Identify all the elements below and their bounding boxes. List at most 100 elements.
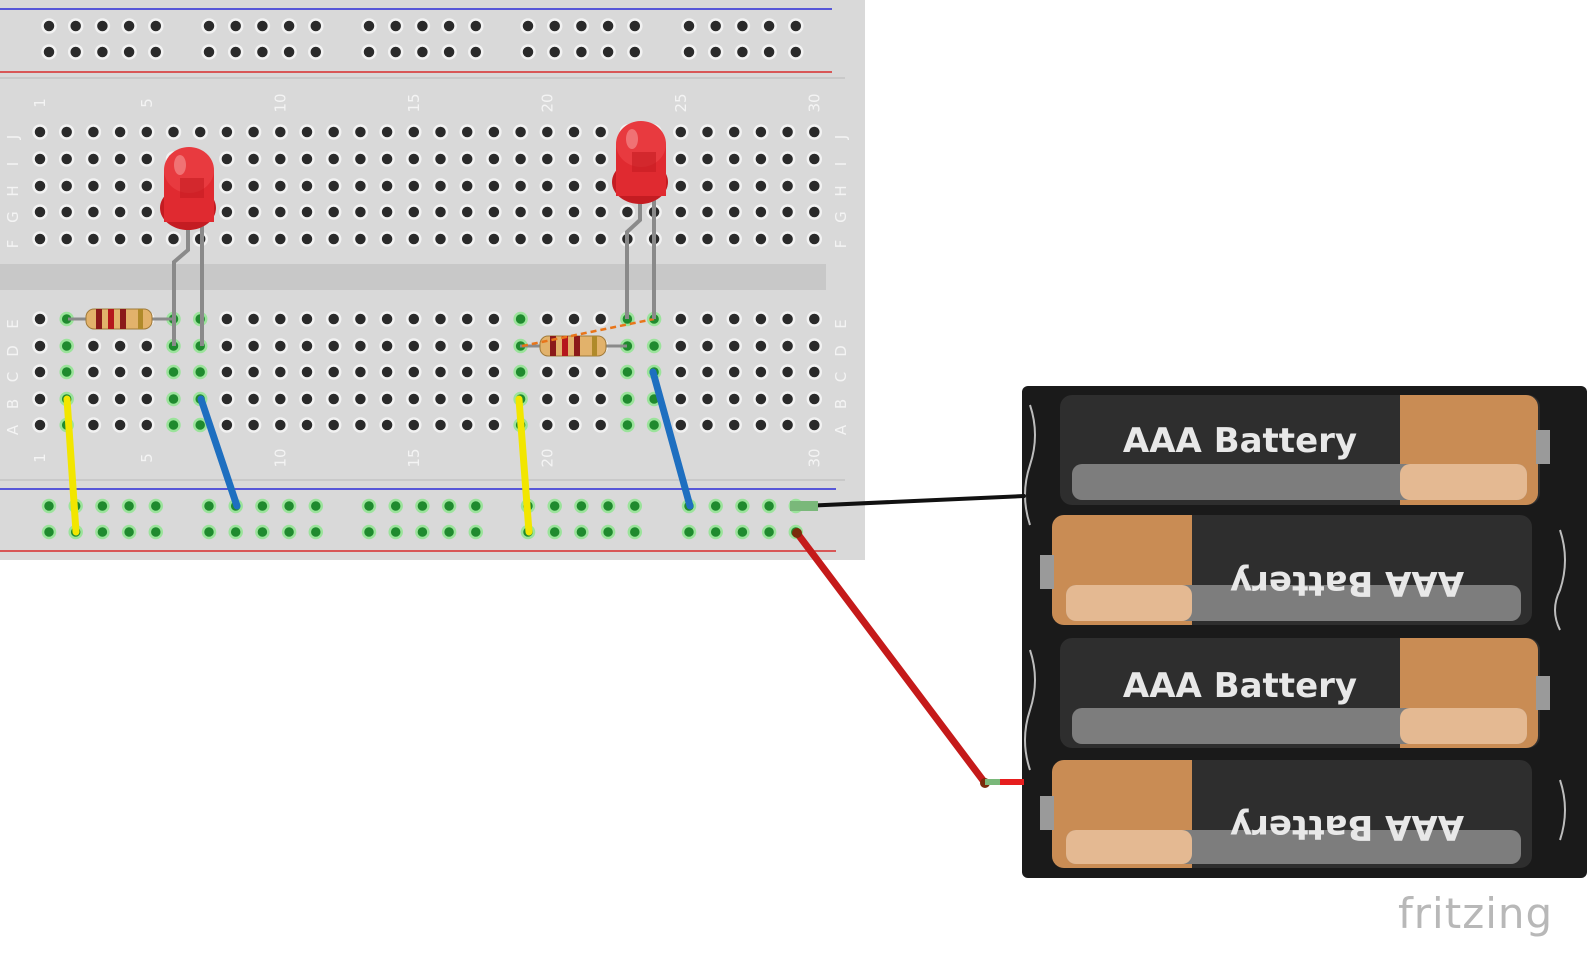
breadboard-hole[interactable] — [735, 498, 750, 514]
breadboard-hole[interactable] — [620, 391, 635, 407]
breadboard-hole[interactable] — [361, 498, 377, 514]
breadboard-hole[interactable] — [352, 311, 369, 327]
breadboard-hole[interactable] — [228, 524, 243, 540]
breadboard-hole[interactable] — [806, 231, 823, 247]
breadboard-hole[interactable] — [753, 391, 769, 407]
breadboard-hole[interactable] — [388, 498, 403, 514]
breadboard-hole[interactable] — [779, 178, 796, 194]
breadboard-hole[interactable] — [620, 417, 635, 433]
breadboard-hole[interactable] — [201, 18, 217, 34]
breadboard-hole[interactable] — [432, 391, 449, 407]
breadboard-hole[interactable] — [513, 311, 528, 327]
resistor-2[interactable] — [520, 317, 655, 357]
breadboard-hole[interactable] — [573, 18, 590, 34]
breadboard-hole[interactable] — [387, 44, 404, 60]
breadboard-hole[interactable] — [726, 391, 742, 407]
breadboard-hole[interactable] — [806, 311, 823, 327]
breadboard-hole[interactable] — [361, 44, 377, 60]
breadboard-hole[interactable] — [806, 338, 823, 354]
breadboard-hole[interactable] — [32, 391, 48, 407]
breadboard-hole[interactable] — [41, 44, 57, 60]
breadboard-hole[interactable] — [361, 524, 377, 540]
breadboard-hole[interactable] — [574, 524, 589, 540]
breadboard-hole[interactable] — [539, 311, 556, 327]
breadboard-hole[interactable] — [379, 231, 395, 247]
breadboard-hole[interactable] — [513, 364, 528, 380]
breadboard-hole[interactable] — [165, 231, 182, 247]
breadboard-hole[interactable] — [32, 151, 48, 167]
breadboard-hole[interactable] — [299, 151, 315, 167]
breadboard-hole[interactable] — [539, 231, 556, 247]
breadboard-hole[interactable] — [673, 311, 689, 327]
breadboard-hole[interactable] — [121, 524, 137, 540]
breadboard-hole[interactable] — [699, 364, 716, 380]
breadboard-hole[interactable] — [245, 417, 262, 433]
breadboard-hole[interactable] — [192, 364, 208, 380]
breadboard-hole[interactable] — [32, 231, 48, 247]
breadboard-hole[interactable] — [387, 18, 404, 34]
breadboard-hole[interactable] — [486, 204, 502, 220]
breadboard-hole[interactable] — [59, 364, 74, 380]
breadboard-hole[interactable] — [468, 498, 484, 514]
breadboard-hole[interactable] — [201, 524, 217, 540]
breadboard-hole[interactable] — [352, 124, 369, 140]
breadboard-hole[interactable] — [325, 178, 342, 194]
breadboard-hole[interactable] — [600, 18, 616, 34]
breadboard-hole[interactable] — [753, 338, 769, 354]
breadboard-hole[interactable] — [299, 311, 315, 327]
breadboard-hole[interactable] — [547, 524, 562, 540]
breadboard-hole[interactable] — [592, 417, 609, 433]
breadboard-hole[interactable] — [245, 391, 262, 407]
breadboard-hole[interactable] — [726, 124, 742, 140]
breadboard-hole[interactable] — [352, 417, 369, 433]
breadboard-hole[interactable] — [779, 417, 796, 433]
breadboard-hole[interactable] — [406, 311, 422, 327]
breadboard-hole[interactable] — [227, 44, 244, 60]
breadboard-hole[interactable] — [219, 364, 235, 380]
breadboard-hole[interactable] — [85, 417, 102, 433]
breadboard-hole[interactable] — [459, 391, 475, 407]
breadboard-hole[interactable] — [512, 178, 529, 194]
breadboard-hole[interactable] — [735, 524, 750, 540]
breadboard-hole[interactable] — [379, 364, 395, 380]
breadboard-hole[interactable] — [699, 151, 716, 167]
breadboard-hole[interactable] — [459, 151, 475, 167]
breadboard-hole[interactable] — [673, 338, 689, 354]
resistor-1[interactable] — [68, 308, 174, 330]
breadboard-hole[interactable] — [245, 178, 262, 194]
breadboard-hole[interactable] — [486, 178, 502, 194]
breadboard-hole[interactable] — [592, 364, 609, 380]
breadboard-hole[interactable] — [486, 124, 502, 140]
breadboard-hole[interactable] — [272, 124, 289, 140]
battery-pack[interactable]: AAA Battery AAA Battery AAA Battery — [1022, 386, 1587, 878]
breadboard-hole[interactable] — [539, 178, 556, 194]
breadboard-hole[interactable] — [219, 417, 235, 433]
breadboard-hole[interactable] — [406, 364, 422, 380]
breadboard-hole[interactable] — [406, 151, 422, 167]
breadboard-hole[interactable] — [459, 178, 475, 194]
breadboard-hole[interactable] — [566, 417, 582, 433]
breadboard-hole[interactable] — [139, 364, 155, 380]
breadboard-hole[interactable] — [121, 498, 137, 514]
breadboard-hole[interactable] — [486, 338, 502, 354]
breadboard-hole[interactable] — [245, 151, 262, 167]
breadboard-hole[interactable] — [566, 151, 582, 167]
breadboard-hole[interactable] — [388, 524, 403, 540]
breadboard-hole[interactable] — [85, 204, 102, 220]
breadboard-hole[interactable] — [281, 18, 297, 34]
breadboard-hole[interactable] — [806, 364, 823, 380]
breadboard-hole[interactable] — [673, 391, 689, 407]
breadboard-hole[interactable] — [753, 364, 769, 380]
breadboard-hole[interactable] — [761, 498, 777, 514]
breadboard-hole[interactable] — [486, 151, 502, 167]
breadboard-hole[interactable] — [85, 338, 102, 354]
breadboard-hole[interactable] — [219, 204, 235, 220]
breadboard-hole[interactable] — [459, 124, 475, 140]
breadboard-hole[interactable] — [148, 524, 164, 540]
breadboard-hole[interactable] — [673, 204, 689, 220]
breadboard-hole[interactable] — [415, 498, 430, 514]
breadboard-hole[interactable] — [779, 391, 796, 407]
breadboard-hole[interactable] — [707, 18, 724, 34]
breadboard-hole[interactable] — [673, 124, 689, 140]
breadboard-hole[interactable] — [779, 124, 796, 140]
